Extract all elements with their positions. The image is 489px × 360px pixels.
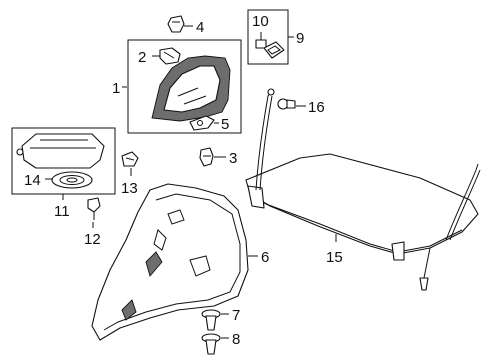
- callout-6: 6: [261, 249, 269, 266]
- part-10-button: [255, 39, 267, 49]
- part-8-push-pin: [201, 333, 221, 355]
- part-16-fastener: [277, 98, 296, 110]
- callout-10: 10: [252, 13, 269, 30]
- part-13-clip: [121, 151, 139, 167]
- callout-13: 13: [121, 180, 138, 197]
- callout-11: 11: [54, 203, 70, 220]
- part-15-cargo-cover: [245, 88, 481, 291]
- callout-7: 7: [232, 307, 240, 324]
- part-1-quarter-upper-trim: [151, 55, 231, 122]
- callout-8: 8: [232, 331, 240, 348]
- part-12-screw: [87, 197, 101, 220]
- part-4-clip: [167, 15, 185, 33]
- part-2-clip: [159, 47, 181, 65]
- callout-15: 15: [326, 249, 343, 266]
- callout-2: 2: [138, 49, 146, 66]
- part-1-group-box: [127, 39, 242, 134]
- part-3-screw: [199, 147, 214, 167]
- part-6-quarter-lower-trim: [91, 183, 249, 341]
- part-5-clip: [189, 115, 215, 131]
- callout-14: 14: [24, 172, 41, 189]
- callout-9: 9: [296, 30, 304, 47]
- part-14-speaker: [51, 171, 93, 189]
- callout-16: 16: [308, 99, 325, 116]
- part-11-speaker-housing: [16, 133, 105, 169]
- callout-1: 1: [112, 80, 120, 97]
- callout-12: 12: [84, 231, 101, 248]
- callout-4: 4: [196, 19, 204, 36]
- callout-3: 3: [229, 150, 237, 167]
- part-7-push-pin: [201, 309, 221, 331]
- part-9-bezel: [263, 41, 285, 59]
- callout-5: 5: [221, 116, 229, 133]
